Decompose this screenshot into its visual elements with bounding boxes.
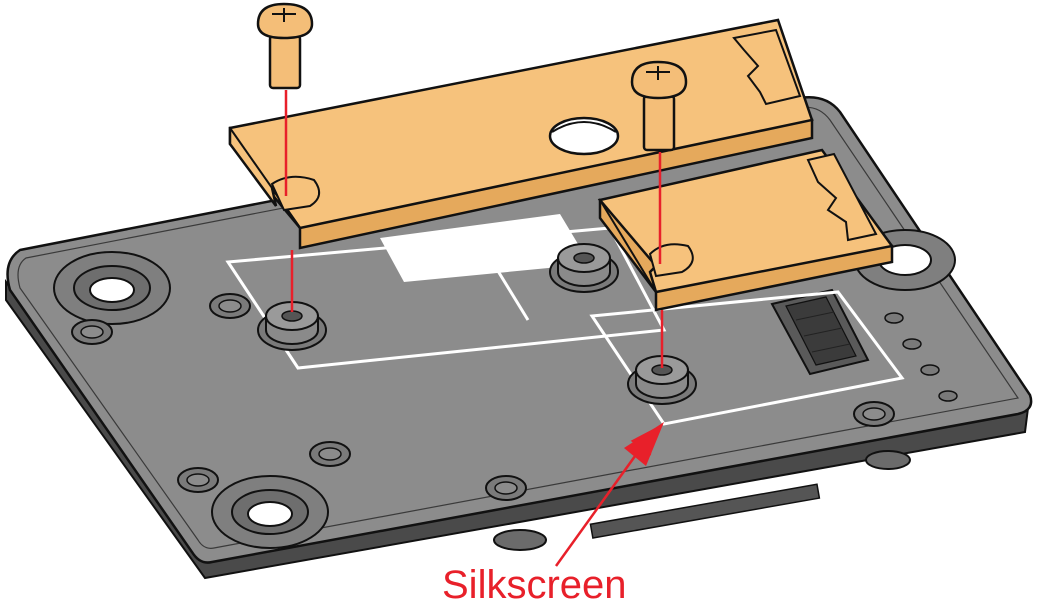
mounting-hole-large [211,475,329,549]
led-pad [902,338,922,350]
alignment-guides [284,90,664,368]
underside-foot [493,529,547,551]
callout-arrowhead [624,422,664,466]
led-pad [938,390,958,402]
via-ring [71,319,113,345]
shim-tab-edge [806,152,878,242]
via-ring [853,401,895,427]
callout-arrow [554,427,656,567]
led-pad [884,312,904,324]
via-ring [209,293,251,319]
board-rim [17,106,1020,549]
shim-hole [548,116,620,156]
underside-foot [865,450,911,470]
via-ring [177,467,219,493]
shim-notch [270,175,321,212]
shim-tab-edge [732,28,802,106]
standoff [257,301,327,351]
via-ring [485,475,527,501]
underside-connector [589,483,821,539]
callout-label: Silkscreen [442,563,627,604]
board-opening [380,214,590,282]
standoff [549,243,619,293]
screw [256,2,314,90]
screw [630,60,688,152]
mounting-hole-large [53,251,171,325]
led-pad [920,364,940,376]
via-ring [309,441,351,467]
